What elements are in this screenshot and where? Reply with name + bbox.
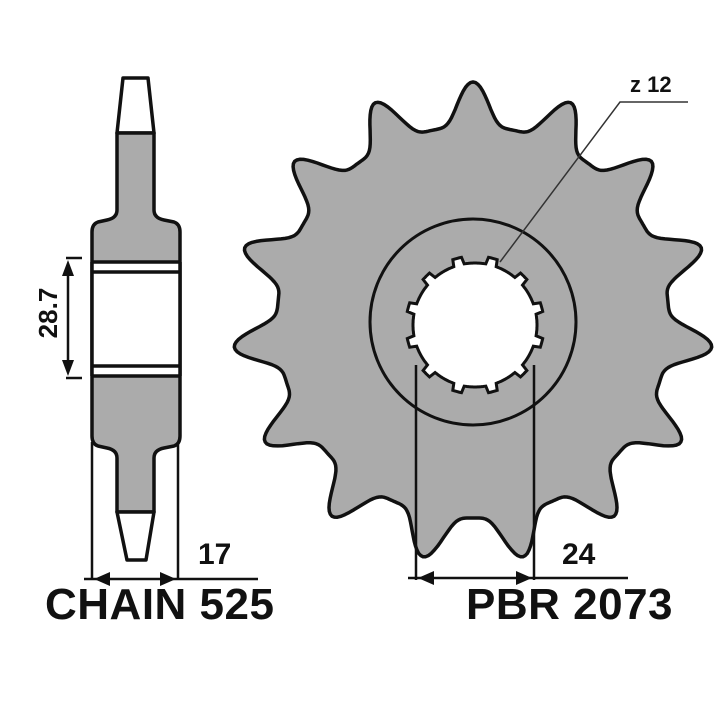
bore-dimension-label: 28.7 [33,287,63,339]
thickness-dimension [84,442,258,586]
chain-size-label: CHAIN 525 [45,580,275,629]
hub-bore-area [92,262,180,376]
bore-dimension [62,256,82,380]
bottom-tooth-tip [115,510,156,562]
thickness-value: 17 [198,538,232,571]
part-number-label: PBR 2073 [466,580,674,629]
spline-bore [405,255,545,395]
teeth-leader [499,101,688,263]
width-dimension [408,365,628,585]
side-profile [90,76,182,562]
hub-circle [368,217,578,427]
sprocket-front [232,80,714,559]
width-value: 24 [562,538,596,571]
spline-teeth-label: z 12 [630,72,672,97]
top-tooth-tip [115,76,156,135]
